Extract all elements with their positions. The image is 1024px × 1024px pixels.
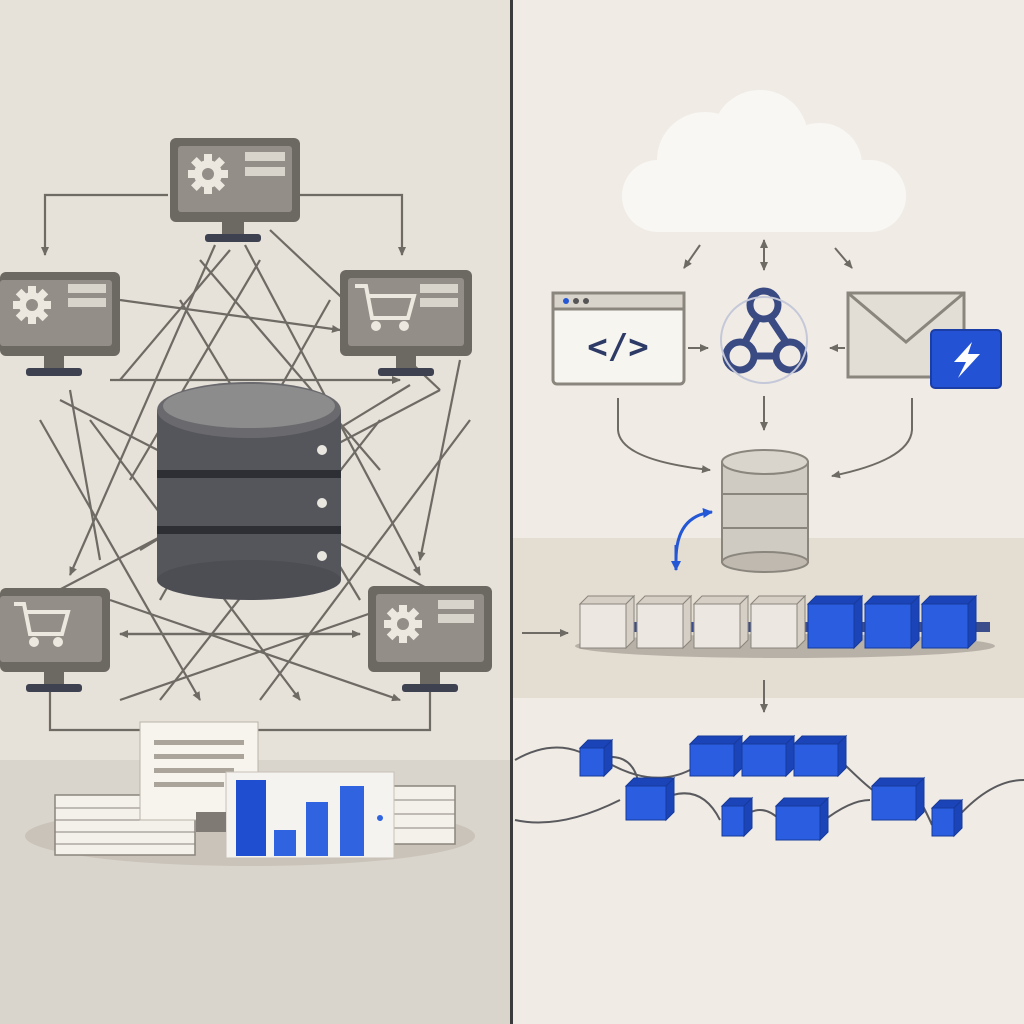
event-block-icon [792,734,848,778]
monitor-cart-bottom-left [0,588,110,692]
event-block-icon [688,734,744,778]
event-block-icon [870,776,926,822]
right-panel: </> [513,0,1024,1024]
document-stack-icon [392,785,456,845]
code-glyph: </> [587,327,648,367]
event-block-icon [930,798,964,838]
monitor-gear-top [170,138,300,242]
left-panel [0,0,511,1024]
pending-event-block [806,594,864,650]
code-window-icon[interactable]: </> [551,291,686,386]
pending-event-block [920,594,978,650]
event-block-icon [578,738,614,778]
monitor-gear-bottom-right [368,586,492,692]
source-arrows [617,344,913,479]
event-store-database-icon [721,449,809,573]
lightning-badge-icon[interactable] [930,329,1002,389]
panel-divider [510,0,513,1024]
consumer-blocks [578,734,964,842]
processed-event-block [635,594,693,650]
gear-icon [13,286,51,324]
cloud-icon [622,90,906,232]
processed-event-block [749,594,807,650]
shopping-cart-icon [355,284,417,331]
central-database-icon [157,382,341,600]
event-stream-blocks [578,594,978,650]
monitor-cart-right [340,270,472,376]
monitor-gear-left [0,272,120,376]
webhook-icon[interactable] [720,287,808,384]
event-block-icon [740,734,796,778]
event-block-icon [774,796,830,842]
event-block-icon [720,796,754,838]
shopping-cart-icon [14,602,71,647]
gear-icon [384,605,422,643]
processed-event-block [578,594,636,650]
processed-event-block [692,594,750,650]
event-block-icon [624,776,676,822]
gear-icon [188,154,228,194]
pending-event-block [863,594,921,650]
cloud-arrows [683,239,853,271]
bar-chart-icon [196,771,395,859]
